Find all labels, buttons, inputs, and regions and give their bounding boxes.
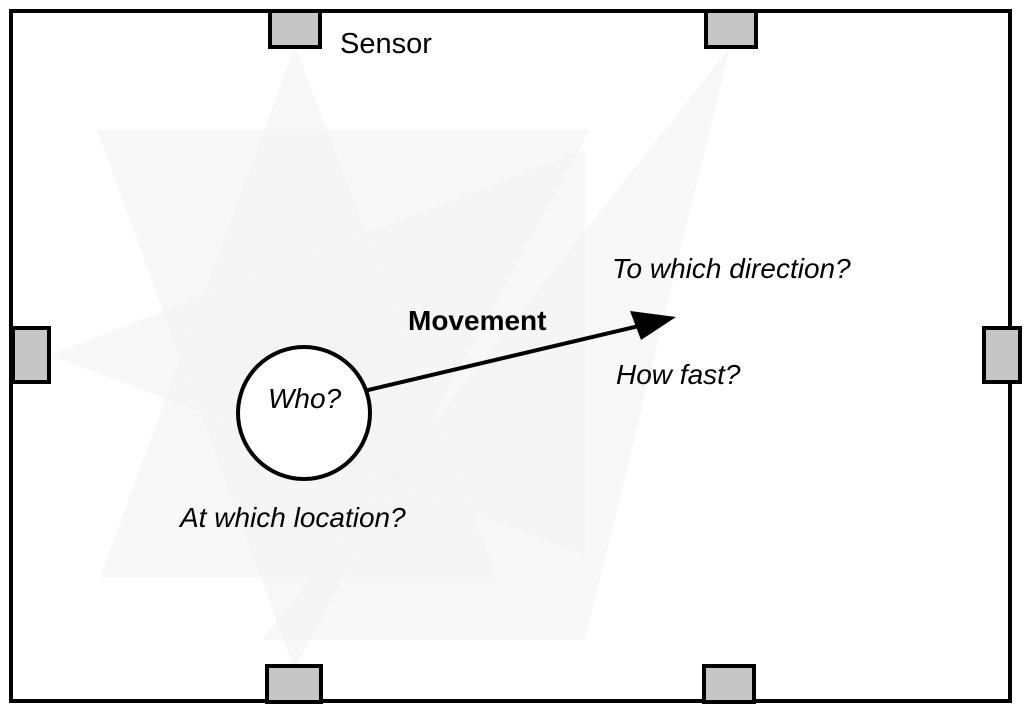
sensor-bottom-left[interactable] (265, 664, 323, 704)
movement-arrow-shaft (363, 319, 661, 393)
sensor-top-left[interactable] (268, 9, 322, 49)
sensor-bottom-right[interactable] (702, 664, 756, 704)
direction-question-label: To which direction? (612, 253, 851, 284)
subject-label: Who? (268, 383, 342, 414)
sensor-top-right[interactable] (704, 9, 758, 49)
sensor-right[interactable] (982, 326, 1022, 384)
subject-circle[interactable] (236, 345, 372, 481)
location-question-label: At which location? (180, 502, 406, 533)
movement-arrow-head-icon (630, 311, 676, 340)
sensor-group (11, 9, 1022, 704)
movement-label: Movement (408, 305, 547, 336)
sensor-label: Sensor (340, 28, 432, 60)
sensor-left[interactable] (11, 326, 51, 384)
speed-question-label: How fast? (616, 359, 741, 390)
movement-arrow (363, 311, 676, 393)
cone-top-right-icon (262, 47, 730, 640)
sensor-cone-group (49, 46, 730, 668)
